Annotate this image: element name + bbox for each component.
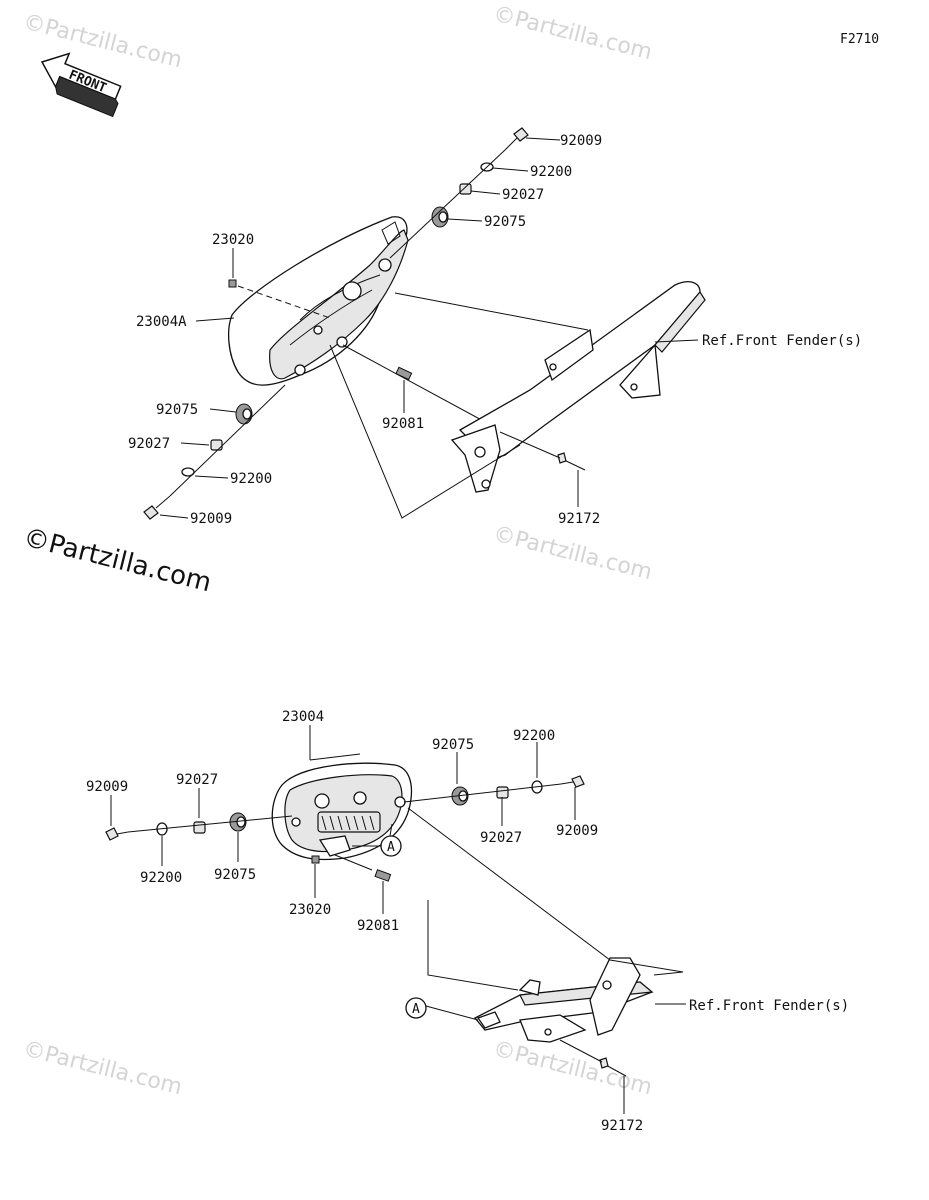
clip-23020-upper [228,279,237,288]
watermark-3: ©Partzilla.com [491,522,655,586]
collar-92027-lower-right [496,786,509,799]
label-washer-92200-lower-right: 92200 [513,728,555,744]
screw-92172-lower [599,1057,627,1077]
collar-92027-bottom [210,439,223,451]
washer-92200-bottom [181,467,195,477]
callout-a-2-label: A [412,1002,420,1017]
label-spring-nut-92081-lower: 92081 [357,918,399,934]
front-fender-stay-upper [450,281,706,493]
label-washer-92200-lower-left: 92200 [140,870,182,886]
damper-92075-bottom [235,403,253,425]
label-damper-92075-lower-right: 92075 [432,737,474,753]
clip-23020-lower [311,855,320,864]
upper-assembly: 92009 92200 92027 92075 23020 23004A 920… [128,127,862,527]
watermark-4: ©Partzilla.com [21,1037,185,1101]
figure-code: F2710 [840,32,879,47]
bolt-92009-lower-right [560,775,585,788]
label-collar-92027-bottom: 92027 [128,436,170,452]
label-bolt-92009-lower-left: 92009 [86,779,128,795]
label-damper-92075-bottom: 92075 [156,402,198,418]
label-ref-front-fender-lower: Ref.Front Fender(s) [689,998,849,1014]
label-damper-92075-top: 92075 [484,214,526,230]
label-screw-92172-lower: 92172 [601,1118,643,1134]
lower-assembly: A A [86,709,849,1134]
label-collar-92027-top: 92027 [502,187,544,203]
headlamp-housing-upper [227,216,409,386]
label-damper-92075-lower-left: 92075 [214,867,256,883]
label-headlamp-23004a: 23004A [136,314,187,330]
front-fender-stay-lower [473,957,654,1043]
label-ref-front-fender-upper: Ref.Front Fender(s) [702,333,862,349]
label-bolt-92009-top: 92009 [560,133,602,149]
label-washer-92200-bottom: 92200 [230,471,272,487]
bolt-92009-bottom [143,495,171,520]
collar-92027-lower-left [193,821,206,834]
label-collar-92027-lower-right: 92027 [480,830,522,846]
label-headlamp-23004: 23004 [282,709,324,725]
watermark-2: ©Partzilla.com [491,2,655,66]
callout-a-2 [405,997,427,1019]
callout-a-1-label: A [387,840,395,855]
front-arrow-icon: FRONT [40,52,122,118]
label-bolt-92009-lower-right: 92009 [556,823,598,839]
label-bolt-92009-bottom: 92009 [190,511,232,527]
label-clip-23020: 23020 [212,232,254,248]
label-washer-92200-top: 92200 [530,164,572,180]
bolt-92009-lower-left [105,827,129,841]
damper-92075-top [431,206,449,228]
label-screw-92172: 92172 [558,511,600,527]
collar-92027-top [459,183,472,195]
label-collar-92027-lower-left: 92027 [176,772,218,788]
spring-nut-92081-lower [374,869,392,882]
partzilla-watermark: ©Partzilla.com [20,523,214,599]
label-clip-23020-lower: 23020 [289,902,331,918]
bolt-92009-top [504,127,529,151]
headlamp-housing-lower [271,762,413,861]
screw-92172-upper [557,452,586,471]
label-spring-nut-92081: 92081 [382,416,424,432]
